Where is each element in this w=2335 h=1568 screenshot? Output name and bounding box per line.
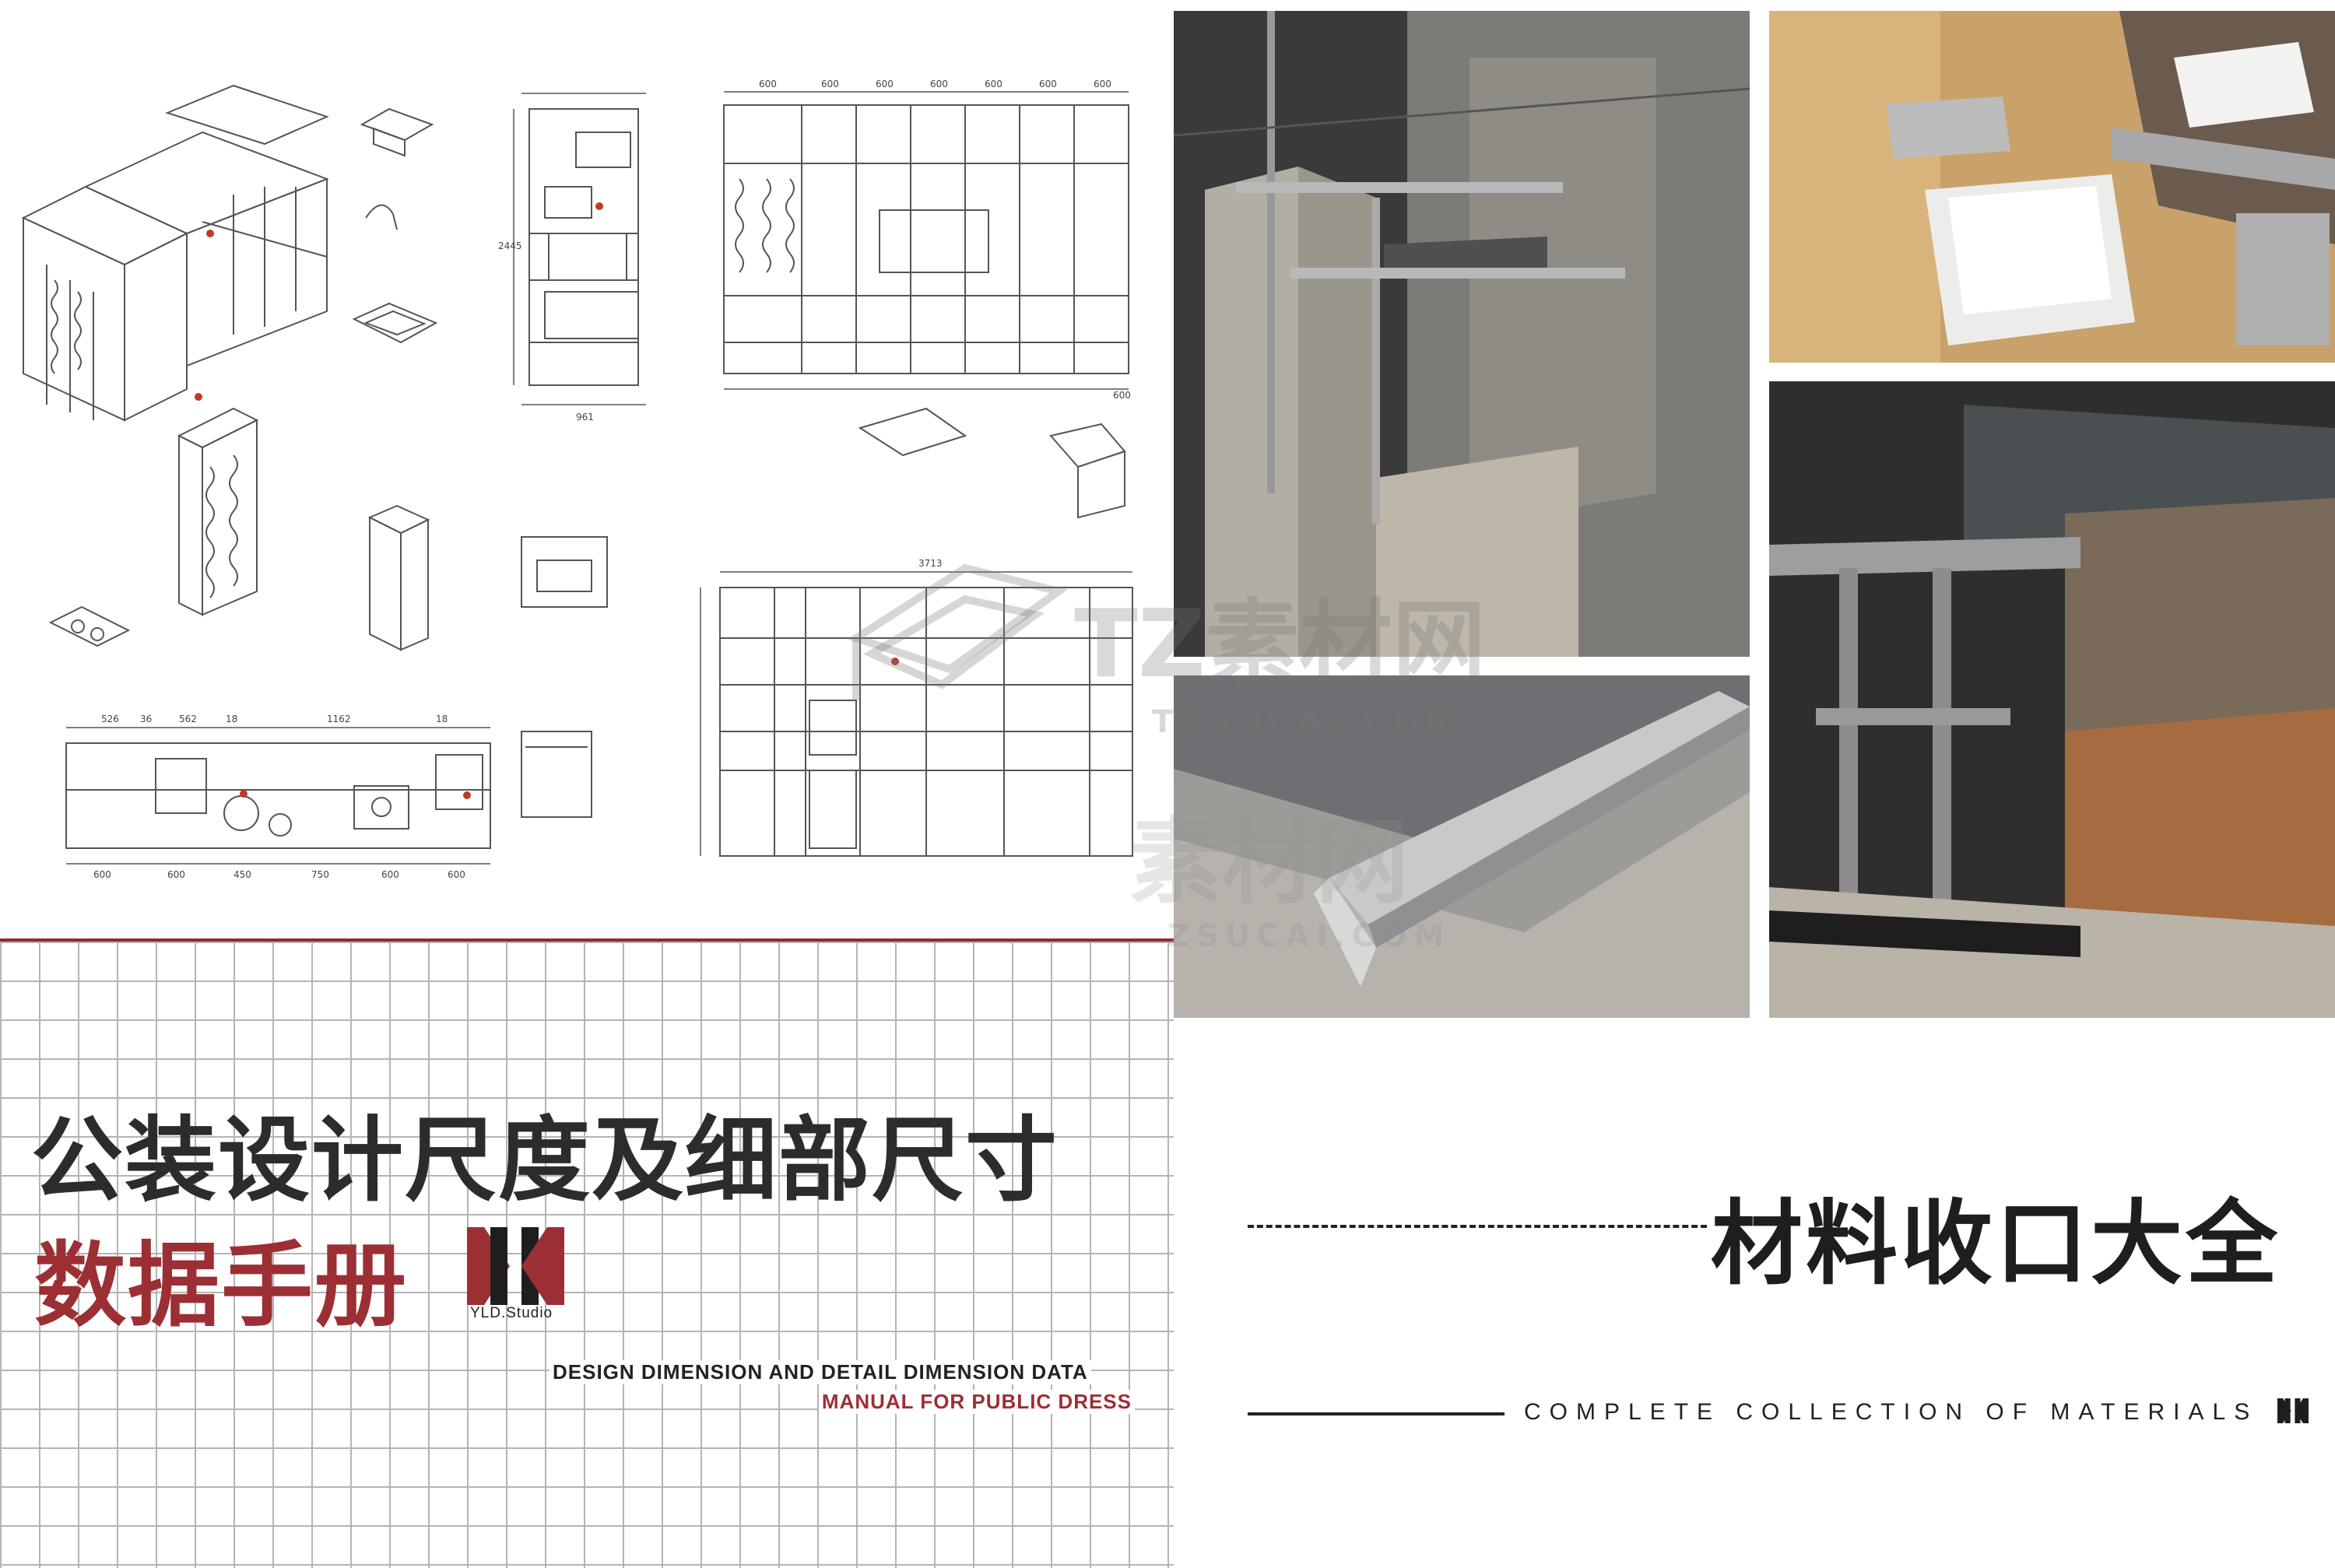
stone-counter-photo [1769,381,2335,1018]
floor-profile-photo [1174,675,1750,1018]
isometric-kitchen-drawing [21,84,329,422]
dim-plan-top-4: 18 [226,714,237,724]
left-book-cover: 600 600 600 600 600 600 600 600 3713 961… [0,79,1174,1568]
grid-background [0,942,1174,1568]
lower-elevation-drawing [700,571,1133,857]
left-title-main: 公装设计尺度及细部尺寸 [31,1107,1059,1214]
yld-logo-small-icon [2277,1398,2309,1423]
dim-side-total: 961 [576,412,594,423]
dim-plan-bottom-1: 600 [93,869,111,880]
dim-elev-top-2: 600 [821,79,839,89]
dim-elev-top-8: 600 [1113,390,1131,401]
dim-plan-bottom-6: 600 [448,869,465,880]
yld-logo-icon [467,1227,564,1305]
red-divider-line [0,938,1174,943]
dimension-labels: 600 600 600 600 600 600 600 600 3713 961… [93,79,1131,880]
dim-elev-top-5: 600 [985,79,1002,89]
right-title: 材料收口大全 [1711,1190,2281,1297]
dim-elev-top-7: 600 [1094,79,1111,89]
dim-plan-bottom-5: 600 [381,869,399,880]
solid-divider-line [1248,1412,1505,1415]
plan-drawing [65,727,491,865]
dim-plan-top-6: 18 [436,714,448,724]
left-title-red: 数据手册 [34,1232,409,1339]
red-markers [195,202,899,799]
dim-plan-bottom-4: 750 [311,869,329,880]
dim-plan-top-5: 1162 [327,714,351,724]
dim-plan-top-1: 526 [101,714,119,724]
appliance-icons [48,107,1126,818]
dim-plan-top-2: 36 [140,714,152,724]
left-subtitle-line1: DESIGN DIMENSION AND DETAIL DIMENSION DA… [550,1360,1091,1384]
dim-plan-top-3: 562 [179,714,197,724]
vanity-drawer-photo [1769,11,2335,363]
right-subtitle: COMPLETE COLLECTION OF MATERIALS [1524,1399,2259,1425]
front-elevation-drawing [723,91,1129,390]
studio-name: YLD.Studio [470,1305,553,1321]
dim-elev-total: 3713 [918,558,943,569]
dim-elev-top-3: 600 [876,79,894,89]
dim-side-height: 2445 [498,240,522,251]
dashed-divider-line [1248,1225,1707,1228]
dim-elev-top-1: 600 [759,79,777,89]
stone-cladding-photo [1174,11,1750,657]
dim-elev-top-6: 600 [1039,79,1057,89]
right-book-cover: 材料收口大全 COMPLETE COLLECTION OF MATERIALS [1174,0,2335,1568]
wine-rack-drawing [177,407,259,616]
cad-kitchen-drawings: 600 600 600 600 600 600 600 600 3713 961… [21,79,1133,880]
left-subtitle-line2: MANUAL FOR PUBLIC DRESS [818,1390,1135,1414]
dim-plan-bottom-2: 600 [167,869,185,880]
dim-plan-bottom-3: 450 [234,869,251,880]
dim-elev-top-4: 600 [930,79,948,89]
side-elevation-drawing [513,93,646,405]
